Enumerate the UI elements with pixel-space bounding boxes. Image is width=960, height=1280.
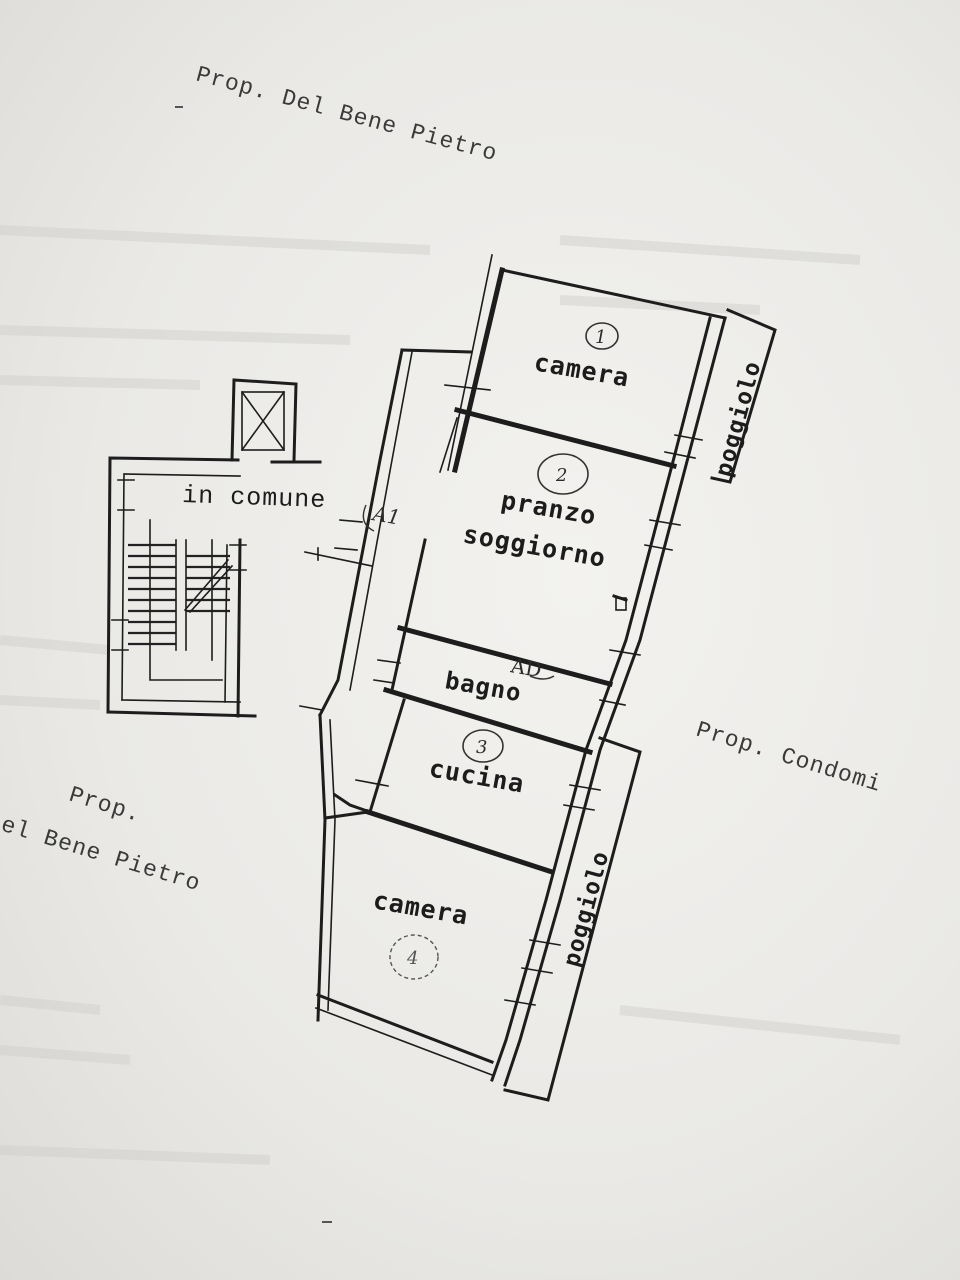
room-number-3-text: 3 <box>476 737 487 758</box>
entrance-mark-text: A1 <box>369 501 402 530</box>
balcony-label-top: poggiolo <box>711 358 767 479</box>
room-number-3: 3 <box>462 729 504 763</box>
owner-label-top: Prop. Del Bene Pietro <box>193 62 500 168</box>
room-number-4: 4 <box>389 934 439 980</box>
room-number-2-text: 2 <box>555 465 567 486</box>
balcony-label-bottom: poggiolo <box>559 848 615 969</box>
owner-label-right: Prop. Condomi <box>693 717 885 798</box>
room-number-1-text: 1 <box>595 327 606 348</box>
entrance-mark: A1 <box>362 501 402 532</box>
common-area-label: in comune <box>182 481 327 515</box>
owner-label-left-1: Prop. <box>66 782 144 829</box>
owner-label-left-2: el Bene Pietro <box>0 812 204 897</box>
room-number-2: 2 <box>537 453 589 495</box>
room-label-camera-1: camera <box>532 347 632 392</box>
room-label-pranzo: pranzo <box>499 485 599 530</box>
room-number-ad-text: AD <box>508 653 543 682</box>
room-label-cucina: cucina <box>427 753 527 798</box>
room-number-ad: AD <box>508 653 555 682</box>
room-label-camera-2: camera <box>371 885 471 930</box>
room-number-4-text: 4 <box>406 948 418 969</box>
room-number-1: 1 <box>585 322 619 350</box>
stair-block <box>106 378 322 718</box>
apartment-walls <box>299 254 777 1102</box>
